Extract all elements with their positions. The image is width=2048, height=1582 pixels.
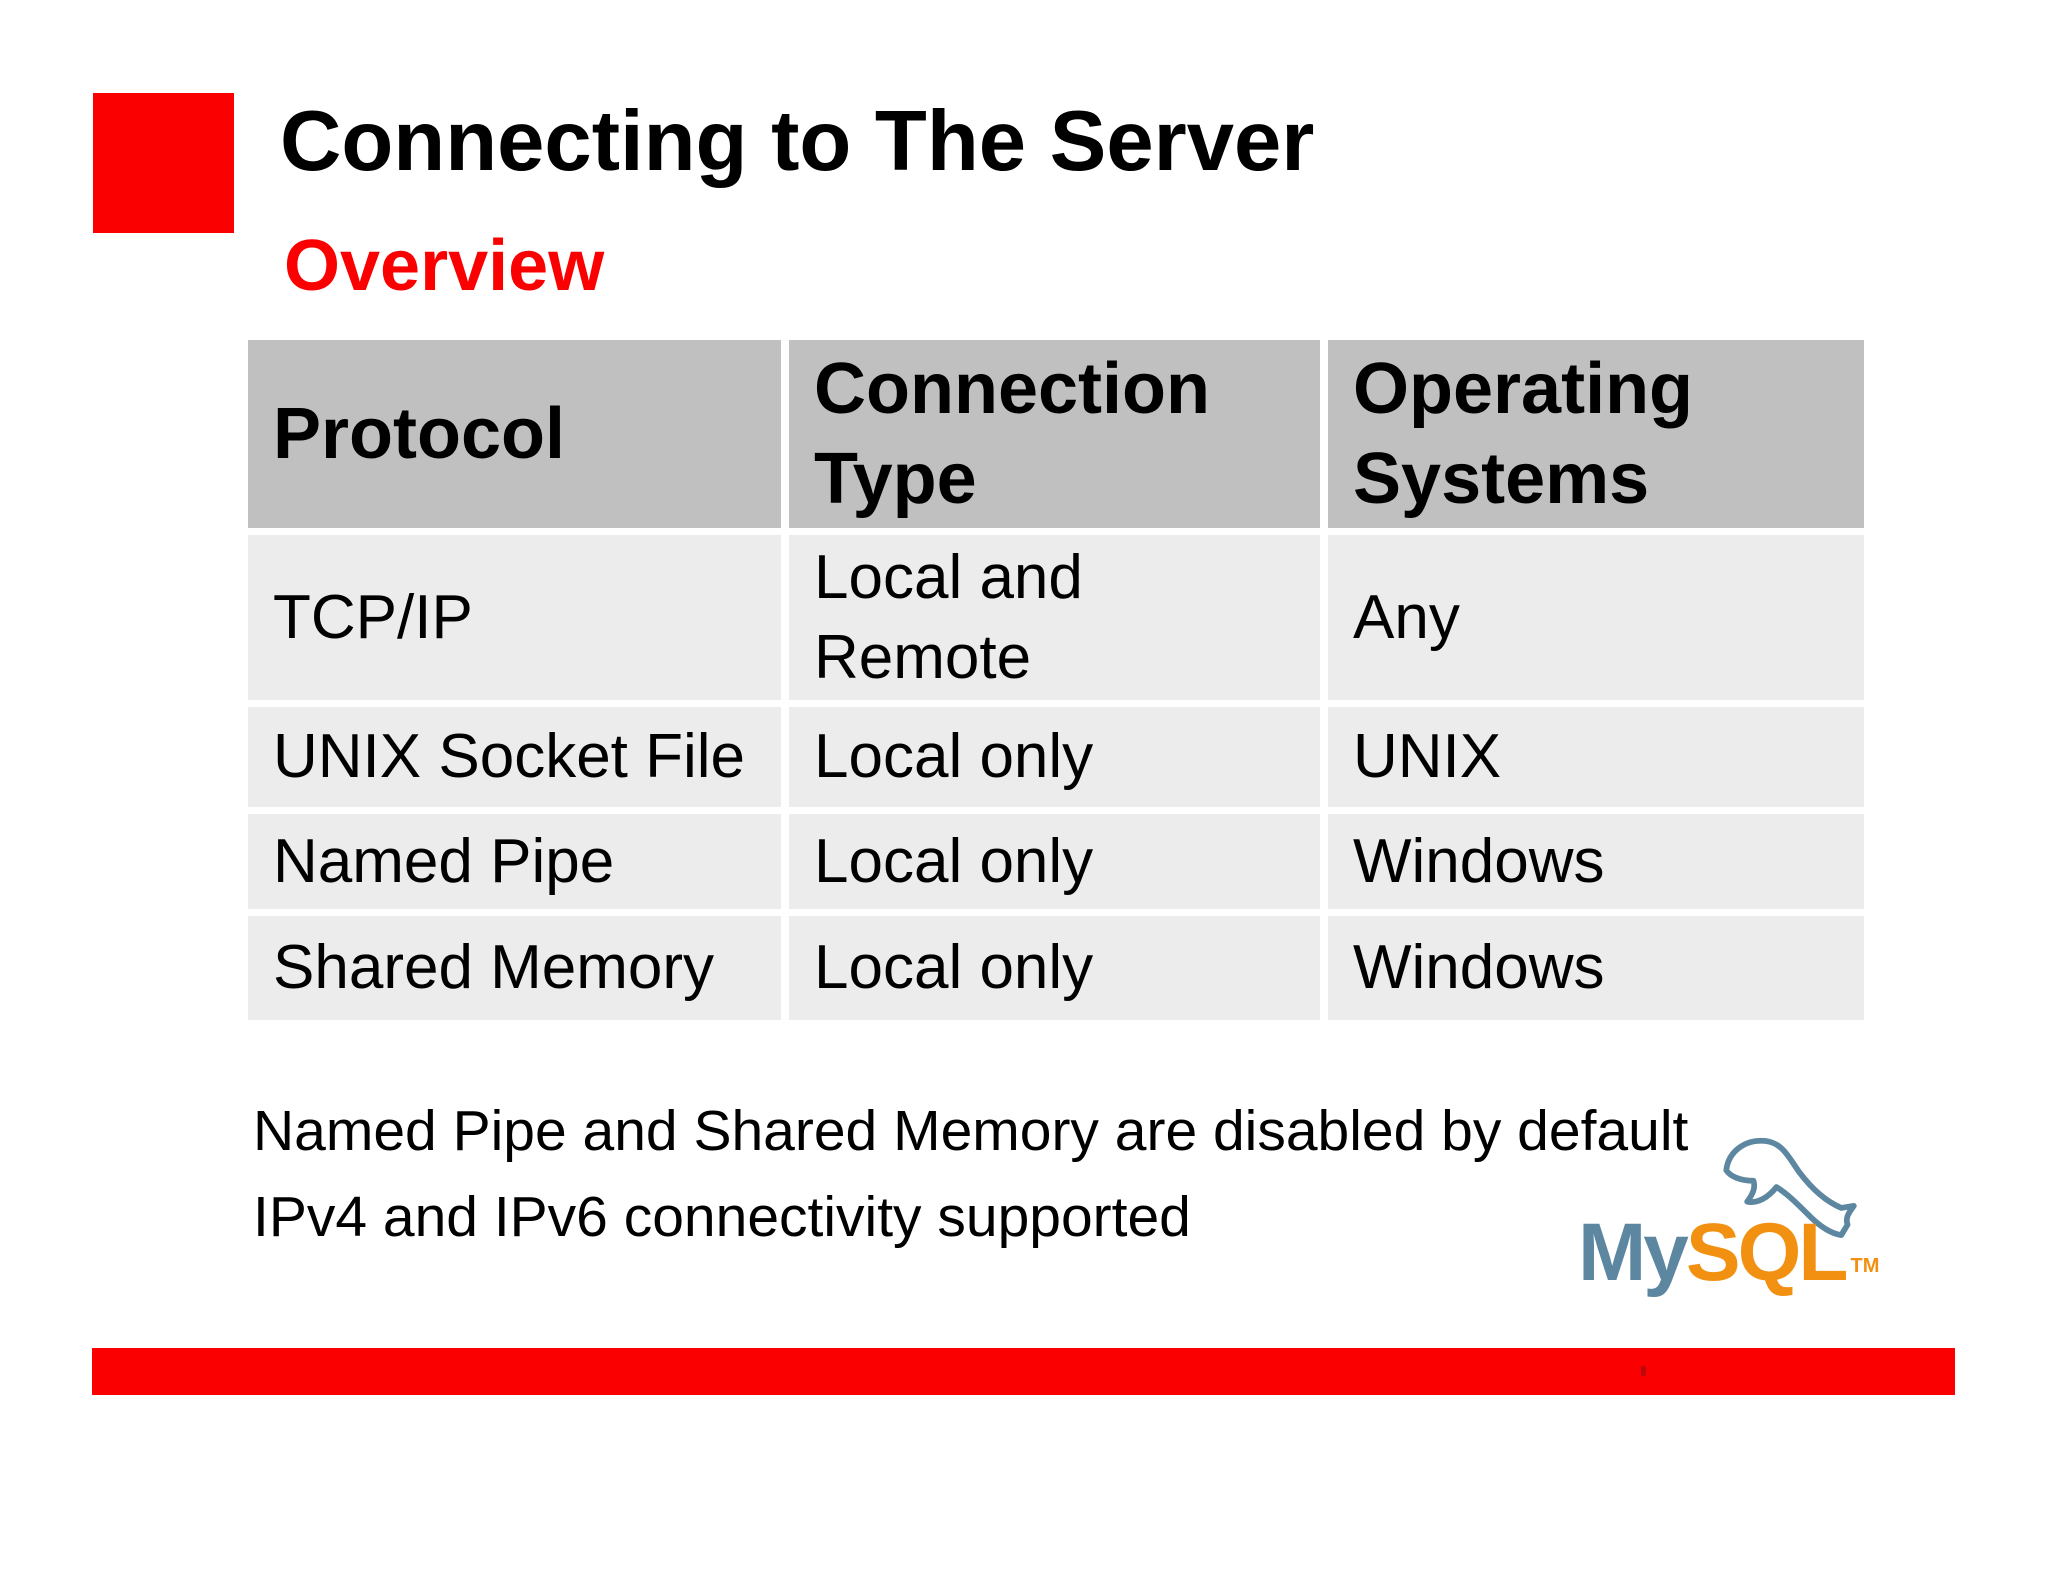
section-heading: Overview	[284, 226, 605, 306]
note-line: IPv4 and IPv6 connectivity supported	[253, 1185, 1191, 1249]
mysql-wordmark-sql: SQL	[1685, 1207, 1849, 1298]
table-cell: UNIX Socket File	[248, 707, 781, 807]
table-header-protocol: Protocol	[248, 340, 781, 528]
table-header-connection-type: Connection Type	[789, 340, 1320, 528]
protocol-table: Protocol Connection Type Operating Syste…	[248, 340, 1864, 1020]
table-cell: Windows	[1328, 814, 1864, 909]
table-cell: Local only	[789, 916, 1320, 1020]
table-cell: Shared Memory	[248, 916, 781, 1020]
table-cell: Windows	[1328, 916, 1864, 1020]
notes: Named Pipe and Shared Memory are disable…	[253, 1088, 1688, 1260]
page-title: Connecting to The Server	[280, 94, 1315, 189]
table-cell: Named Pipe	[248, 814, 781, 909]
table-cell: TCP/IP	[248, 535, 781, 700]
mysql-wordmark-my: My	[1578, 1207, 1689, 1298]
dot-artifact	[1641, 1366, 1646, 1376]
table-header-operating-systems: Operating Systems	[1328, 340, 1864, 528]
note-line: Named Pipe and Shared Memory are disable…	[253, 1099, 1689, 1163]
trademark-symbol: TM	[1850, 1255, 1880, 1277]
mysql-dolphin-icon	[1723, 1138, 1857, 1239]
table-cell: UNIX	[1328, 707, 1864, 807]
bottom-red-bar	[92, 1348, 1955, 1395]
table-cell: Any	[1328, 535, 1864, 700]
table-cell: Local only	[789, 814, 1320, 909]
red-accent-square	[93, 93, 234, 233]
table-cell: Local and Remote	[789, 535, 1320, 700]
table-cell: Local only	[789, 707, 1320, 807]
